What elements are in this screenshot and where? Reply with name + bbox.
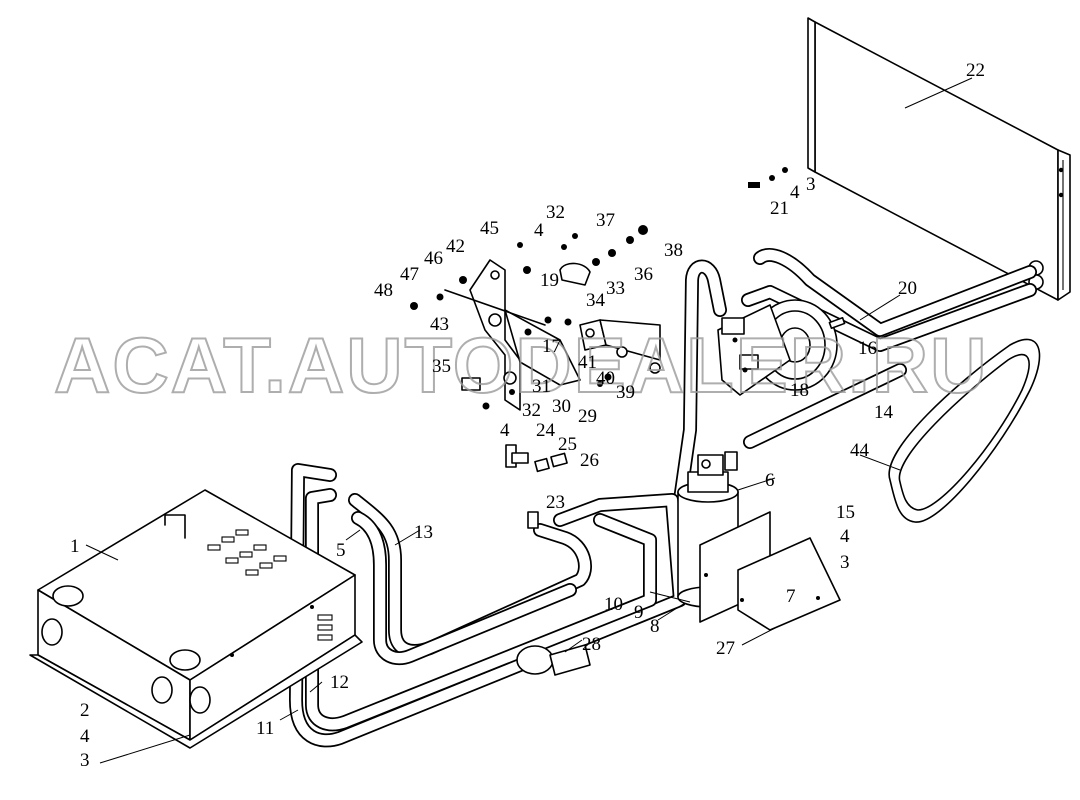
callout-42: 42 [446,236,465,257]
callout-38: 38 [664,240,683,261]
callout-43: 43 [430,314,449,335]
callout-24: 24 [536,420,556,441]
callout-48: 48 [374,280,393,301]
callout-3: 3 [80,750,90,771]
callout-37: 37 [596,210,615,231]
callout-5: 5 [336,540,346,561]
evaporator-unit [29,489,363,749]
callout-3b: 3 [806,174,816,195]
callout-15: 15 [836,502,855,523]
callout-19: 19 [540,270,559,291]
callout-8: 8 [650,616,660,637]
callout-4b: 4 [534,220,544,241]
callout-17: 17 [542,336,561,357]
callout-3c: 3 [840,552,850,573]
condenser-bolts [748,167,788,188]
callout-10: 10 [604,594,623,615]
callout-34: 34 [586,290,606,311]
callout-46: 46 [424,248,443,269]
callout-4e: 4 [840,526,850,547]
receiver-drier [677,451,841,631]
callout-36: 36 [634,264,653,285]
watermark: ACAT.AUTODEALER.RU [54,321,988,409]
callout-22: 22 [966,60,985,81]
callout-47: 47 [400,264,419,285]
callout-leaders [85,77,973,764]
callout-39: 39 [616,382,635,403]
evaporator-hoses [289,463,687,748]
callout-45: 45 [480,218,499,239]
callout-40: 40 [596,368,615,389]
callout-29: 29 [578,406,597,427]
callout-4d: 4 [790,182,800,203]
callout-11: 11 [256,718,274,739]
callout-6: 6 [765,470,775,491]
callout-31: 31 [532,376,551,397]
callout-16: 16 [858,338,877,359]
callout-35: 35 [432,356,451,377]
compressor [717,299,846,396]
callout-14: 14 [874,402,894,423]
hose-14 [743,363,907,449]
callout-33: 33 [606,278,625,299]
callout-18: 18 [790,380,809,401]
callout-4c: 4 [500,420,510,441]
callout-44: 44 [850,440,870,461]
callout-27: 27 [716,638,735,659]
bracket-assembly [410,225,661,411]
callout-41: 41 [578,352,597,373]
callout-4: 4 [80,726,90,747]
callout-26: 26 [580,450,599,471]
callout-28: 28 [582,634,601,655]
callout-23: 23 [546,492,565,513]
fittings [505,444,591,676]
callout-labels: 1 2 3 4 5 6 7 8 9 10 11 12 13 14 15 16 1… [70,60,985,771]
condenser [807,17,1071,301]
drive-belt [888,338,1041,523]
callout-7: 7 [786,586,796,607]
callout-12: 12 [330,672,349,693]
callout-25: 25 [558,434,577,455]
suction-hose [673,259,727,507]
callout-21: 21 [770,198,789,219]
callout-2: 2 [80,700,90,721]
callout-1: 1 [70,536,80,557]
callout-9: 9 [634,602,644,623]
callout-32b: 32 [546,202,565,223]
callout-20: 20 [898,278,917,299]
callout-13: 13 [414,522,433,543]
callout-30: 30 [552,396,571,417]
callout-32a: 32 [522,400,541,421]
